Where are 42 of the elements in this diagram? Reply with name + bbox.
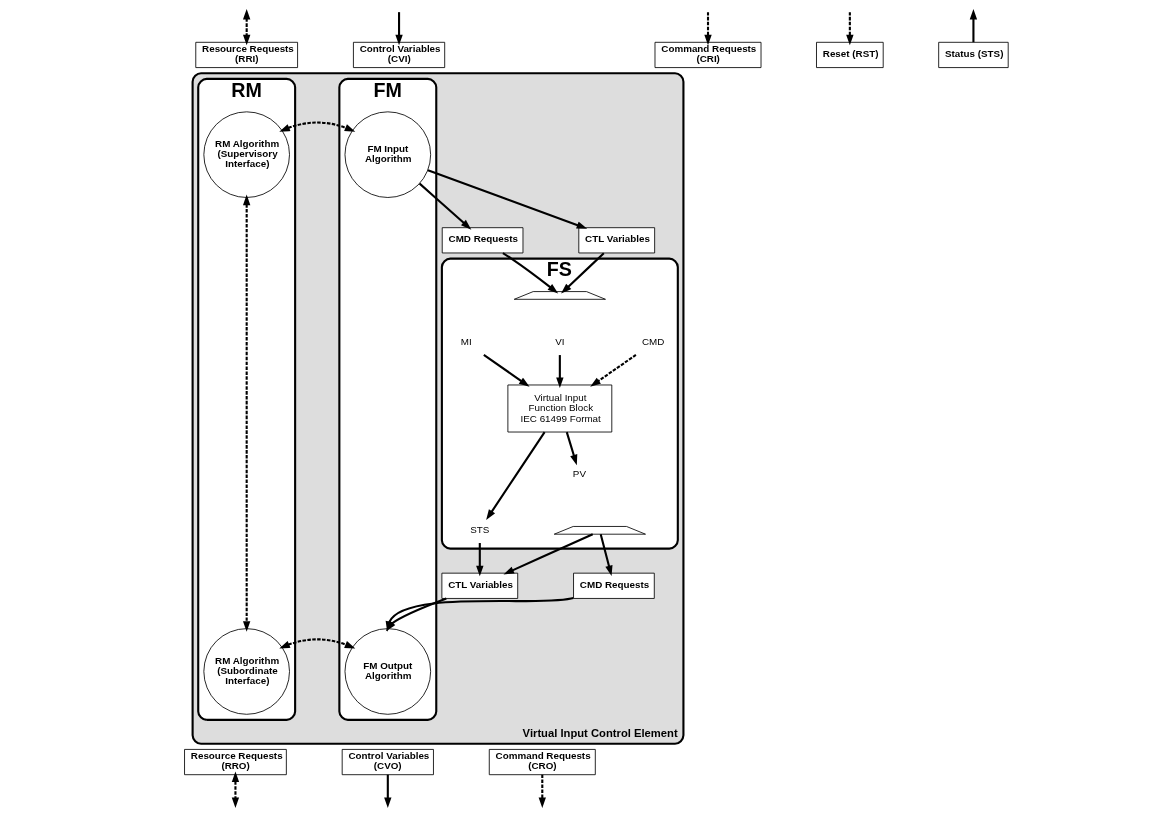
node-text: PV bbox=[572, 468, 586, 480]
node-brace bbox=[513, 291, 606, 300]
arrow bbox=[599, 534, 613, 577]
arrow bbox=[279, 638, 356, 649]
arrow bbox=[385, 597, 447, 632]
arrow bbox=[969, 8, 978, 43]
node-box: Resource Requests (RRI) bbox=[195, 41, 298, 68]
arrow bbox=[704, 12, 712, 46]
node-brace bbox=[553, 526, 646, 535]
arrow bbox=[502, 252, 559, 294]
arrow bbox=[483, 354, 530, 387]
node-box: CMD Requests bbox=[573, 572, 655, 599]
arrow bbox=[590, 354, 637, 387]
arrow bbox=[503, 533, 594, 575]
node-box: Virtual Input Function Block IEC 61499 Format bbox=[507, 384, 613, 433]
arrow bbox=[418, 182, 472, 230]
node-text: CMD bbox=[642, 335, 665, 347]
arrow bbox=[242, 194, 251, 632]
node-text: MI bbox=[460, 335, 472, 347]
arrow bbox=[385, 596, 574, 632]
arrow bbox=[279, 121, 356, 132]
arrow bbox=[427, 169, 588, 229]
node-box: Status (STS) bbox=[938, 41, 1009, 68]
arrow bbox=[846, 12, 854, 46]
node-text: STS bbox=[470, 523, 490, 535]
node-box: Command Requests (CRO) bbox=[488, 749, 596, 776]
arrow bbox=[395, 12, 403, 46]
arrow bbox=[486, 431, 546, 521]
node-box: Resource Requests (RRO) bbox=[184, 749, 287, 776]
node-text: VI bbox=[555, 335, 565, 347]
node-box: Command Requests (CRI) bbox=[654, 41, 762, 68]
node-box: Reset (RST) bbox=[816, 41, 884, 68]
arrow bbox=[561, 252, 605, 294]
node-box: CTL Variables bbox=[578, 227, 656, 254]
node-box: CTL Variables bbox=[441, 572, 519, 599]
node-box: Control Variables (CVI) bbox=[353, 41, 446, 68]
arrow bbox=[476, 543, 484, 577]
arrow bbox=[556, 355, 564, 389]
node-box: Control Variables (CVO) bbox=[341, 749, 434, 776]
arrow bbox=[565, 431, 578, 466]
arrow bbox=[231, 771, 240, 809]
node-box: CMD Requests bbox=[441, 227, 524, 254]
